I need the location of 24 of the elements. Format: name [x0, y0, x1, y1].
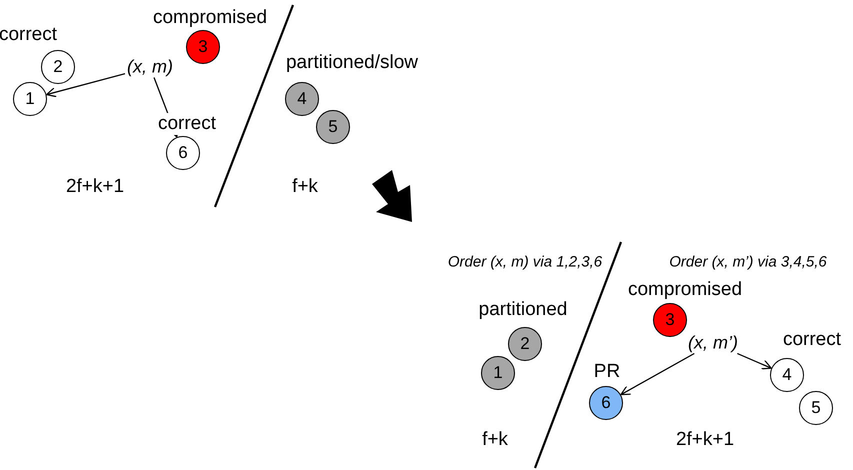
order-note: Order (x, m) via 1,2,3,6 — [448, 254, 602, 270]
message-label: (x, m’) — [688, 332, 738, 354]
status-label: correct — [158, 113, 216, 135]
message-label: (x, m) — [127, 56, 173, 78]
arrow — [620, 352, 695, 396]
replica-circle: 6 — [166, 136, 200, 170]
replica-circle: 4 — [770, 358, 804, 392]
replica-circle: 6 — [589, 386, 623, 420]
replica-circle: 2 — [508, 327, 542, 361]
status-label: partitioned/slow — [286, 52, 418, 74]
replica-circle: 2 — [41, 50, 75, 84]
status-label: compromised — [628, 279, 742, 301]
order-note: Order (x, m’) via 3,4,5,6 — [669, 254, 827, 270]
replica-circle: 1 — [481, 356, 515, 390]
replica-circle: 5 — [316, 110, 350, 144]
status-label: compromised — [152, 7, 268, 29]
replica-circle: 1 — [13, 82, 47, 116]
arrow — [737, 352, 772, 370]
replica-circle: 3 — [186, 30, 220, 64]
replica-circle: 5 — [799, 391, 833, 425]
replica-circle: 3 — [653, 303, 687, 337]
replica-circle: 4 — [285, 82, 319, 116]
status-label: partitioned — [478, 299, 568, 321]
arrow — [46, 73, 126, 98]
